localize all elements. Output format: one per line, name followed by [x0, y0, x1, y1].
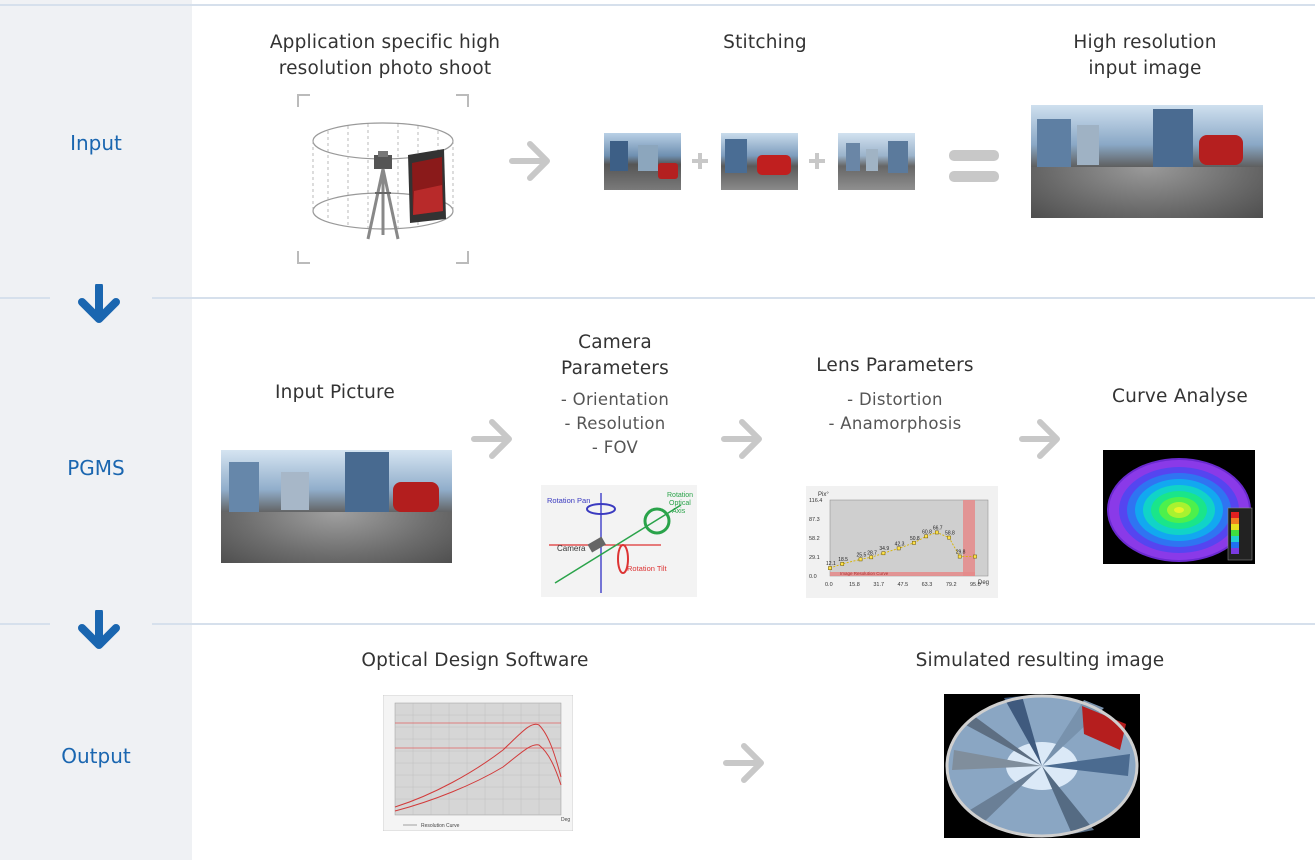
rotation-axis-label: Axis	[672, 508, 686, 515]
camera-rotation-diagram: Rotation Pan Rotation Optical Axis Camer…	[541, 485, 697, 597]
high-res-panorama-image	[1031, 105, 1263, 218]
camera-title-line: Camera	[578, 332, 652, 353]
chevron-right-icon	[723, 743, 764, 783]
lens-data-point	[957, 554, 962, 559]
lens-data-label: 28.7	[867, 550, 877, 556]
curve-analyse-title: Curve Analyse	[1112, 386, 1248, 407]
lens-data-label: 29.8	[956, 550, 966, 556]
simulated-image-title: Simulated resulting image	[915, 650, 1165, 671]
camera-title-line: Parameters	[561, 358, 669, 379]
lens-resolution-graph: Pix° Deg Image Resolution Curve 116.4 87.…	[806, 486, 998, 598]
lens-y-tick: 116.4	[809, 498, 822, 504]
lens-data-label: 12.1	[826, 561, 836, 567]
lens-data-point	[858, 557, 863, 562]
lens-graph-xlabel: Deg	[978, 580, 989, 586]
rotation-axis-label: Rotation	[667, 492, 693, 499]
lens-data-label: 66.7	[933, 525, 943, 531]
high-res-title-line: High resolution	[1073, 32, 1217, 53]
lens-data-point	[947, 535, 951, 540]
high-res-title-line: input image	[1088, 58, 1202, 79]
lens-x-tick: 47.5	[898, 582, 909, 588]
rule-2-right	[152, 623, 1315, 625]
camera-param-item: - Orientation	[560, 390, 670, 409]
optical-graph-xlabel: Deg	[561, 817, 570, 823]
lens-x-tick: 31.7	[873, 582, 884, 588]
rule-1-left	[0, 297, 50, 299]
lens-x-tick: 95.0	[970, 582, 981, 588]
lens-data-point	[934, 530, 939, 535]
lens-series-line	[829, 531, 975, 569]
lens-param-item: - Anamorphosis	[828, 414, 962, 433]
down-arrow-icon	[78, 610, 120, 649]
lens-data-point	[881, 551, 886, 556]
lens-x-tick: 0.0	[825, 582, 833, 588]
rotation-axis-label: Optical	[669, 500, 691, 507]
top-rule	[0, 4, 1315, 6]
lens-data-point	[896, 546, 901, 551]
lens-data-label: 18.5	[838, 557, 848, 563]
input-picture-image	[221, 450, 452, 563]
lens-data-label: 58.8	[945, 531, 955, 537]
optical-graph-legend: Resolution Curve	[421, 823, 460, 829]
stage-output-label: Output	[61, 744, 131, 768]
camera-param-item: - Resolution	[564, 414, 666, 433]
lens-parameters-title: Lens Parameters	[816, 355, 974, 376]
lens-y-tick: 58.2	[809, 536, 820, 542]
lens-graph-bottom-label: Image Resolution Curve	[840, 571, 889, 576]
lens-data-point	[912, 540, 916, 545]
camera-param-item: - FOV	[591, 438, 639, 457]
stitch-photo-3	[838, 133, 915, 190]
stitching-title: Stitching	[723, 32, 807, 53]
simulated-fisheye-image	[944, 694, 1140, 838]
lens-data-label: 34.9	[879, 546, 889, 552]
photo-shoot-title-line: Application specific high	[269, 32, 501, 53]
optical-design-title: Optical Design Software	[361, 650, 589, 671]
plus-icon	[692, 153, 708, 169]
lens-data-point	[869, 555, 874, 560]
lens-y-tick: 29.1	[809, 555, 820, 561]
chevron-right-icon	[1019, 419, 1060, 459]
stage-pgms-label: PGMS	[67, 456, 125, 480]
stitch-photo-2	[721, 133, 798, 190]
plus-icon	[809, 153, 825, 169]
lens-x-tick: 79.2	[946, 582, 957, 588]
lens-data-point	[840, 562, 845, 566]
lens-parameters-list: - Distortion - Anamorphosis	[785, 388, 1005, 436]
lens-graph-ylabel: Pix°	[818, 492, 829, 498]
rotation-tilt-label: Rotation Tilt	[627, 564, 668, 573]
lens-y-tick: 87.3	[809, 517, 820, 523]
chevron-right-icon	[509, 141, 550, 181]
equals-icon	[949, 150, 999, 182]
rotation-pan-label: Rotation Pan	[547, 496, 590, 505]
stage-input-label: Input	[70, 131, 122, 155]
optical-design-graph: Resolution Curve Deg	[383, 695, 573, 831]
lens-data-point	[828, 566, 832, 570]
lens-data-label: 25.5	[857, 552, 867, 558]
rule-2-left	[0, 623, 50, 625]
chevron-right-icon	[471, 419, 512, 459]
photo-shoot-title-line: resolution photo shoot	[278, 58, 492, 79]
input-picture-title: Input Picture	[274, 382, 395, 403]
curve-analyse-heatmap	[1103, 450, 1255, 564]
stitch-photo-1	[604, 133, 681, 190]
lens-x-tick: 15.8	[849, 582, 860, 588]
lens-data-label: 42.3	[895, 541, 905, 547]
photo-shoot-title: Application specific high resolution pho…	[220, 30, 550, 82]
camera-label: Camera	[557, 544, 586, 553]
camera-parameters-list: - Orientation - Resolution - FOV	[525, 388, 705, 460]
chevron-right-icon	[721, 419, 762, 459]
rule-1-right	[152, 297, 1315, 299]
camera-parameters-title: Camera Parameters	[525, 330, 705, 382]
high-res-title: High resolution input image	[1030, 30, 1260, 82]
lens-y-tick: 0.0	[809, 574, 817, 580]
lens-data-label: 60.8	[922, 529, 932, 535]
lens-param-item: - Distortion	[847, 390, 943, 409]
down-arrow-icon	[78, 284, 120, 323]
lens-x-tick: 63.3	[922, 582, 933, 588]
lens-data-point	[924, 534, 929, 539]
stage-panel	[0, 0, 192, 860]
photo-shoot-rig-illustration	[297, 94, 469, 264]
lens-data-point	[973, 554, 977, 559]
lens-data-label: 50.8	[910, 536, 920, 542]
